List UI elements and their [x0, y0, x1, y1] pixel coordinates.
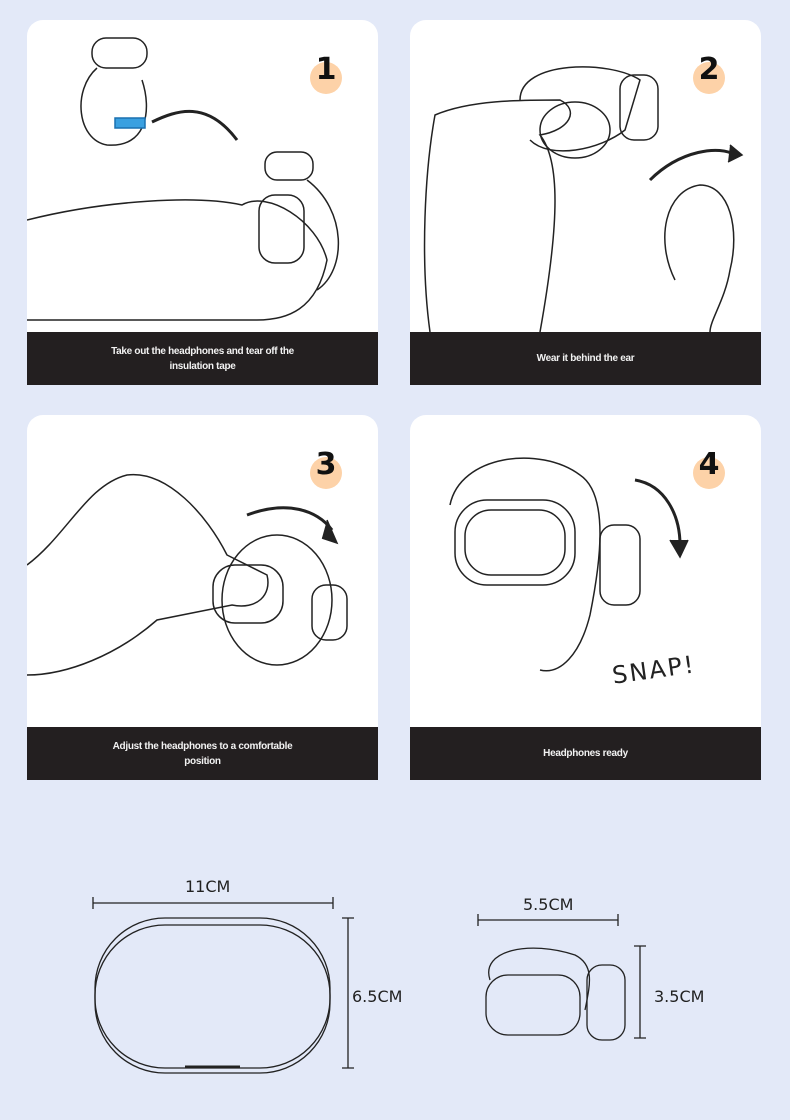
step-number-badge: 2: [687, 52, 731, 96]
headphones-ready-illustration: [449, 457, 689, 672]
dimension-diagrams: [92, 897, 646, 1074]
step-card-4: 4 Headphones ready: [410, 415, 761, 780]
step-caption: Wear it behind the ear: [410, 332, 761, 385]
earbud-width-label: 5.5CM: [523, 895, 574, 914]
earbud-outline: [477, 914, 646, 1041]
charging-case-outline: [92, 897, 354, 1074]
step-card-1: 1 Take out the headphones and tear off t…: [27, 20, 378, 385]
step-number-badge: 1: [304, 52, 348, 96]
case-height-label: 6.5CM: [352, 987, 403, 1006]
step-caption: Headphones ready: [410, 727, 761, 780]
step-card-3: 3 Adjust the headphones to a comfortable…: [27, 415, 378, 780]
step-number-badge: 4: [687, 447, 731, 491]
remove-headphones-illustration: [27, 37, 340, 321]
step-number-badge: 3: [304, 447, 348, 491]
earbud-height-label: 3.5CM: [654, 987, 705, 1006]
step-caption: Adjust the headphones to a comfortable p…: [27, 727, 378, 780]
step-card-2: 2 Wear it behind the ear: [410, 20, 761, 385]
wear-behind-ear-illustration: [423, 66, 744, 332]
case-width-label: 11CM: [185, 877, 231, 896]
step-caption: Take out the headphones and tear off the…: [27, 332, 378, 385]
adjust-headphones-illustration: [27, 473, 348, 676]
